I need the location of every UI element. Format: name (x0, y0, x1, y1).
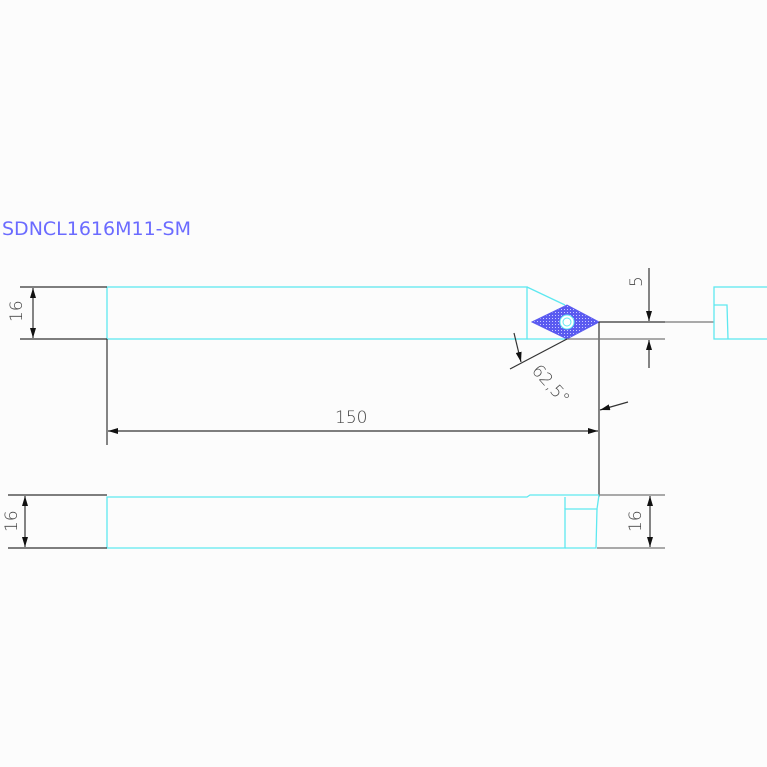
dim-label: 16 (7, 300, 27, 322)
dim-angle: 62,5° (509, 332, 573, 409)
dim-label: 62,5° (527, 361, 573, 409)
end-view (713, 286, 767, 340)
dim-label: 16 (2, 510, 22, 532)
dim-height-bottom-left: 16 (2, 494, 107, 549)
dim-label: 16 (626, 510, 646, 532)
dim-height-bottom-right: 16 (597, 494, 665, 549)
dim-label: 5 (627, 276, 647, 287)
dim-label: 150 (335, 408, 367, 428)
dim-offset: 5 (567, 268, 714, 368)
top-view-holder (106, 286, 567, 340)
insert (530, 304, 601, 340)
dim-height-top: 16 (7, 286, 107, 340)
bottom-view-holder (106, 494, 600, 549)
tool-title: SDNCL1616M11-SM (2, 218, 191, 240)
dim-length: 150 (106, 322, 629, 497)
